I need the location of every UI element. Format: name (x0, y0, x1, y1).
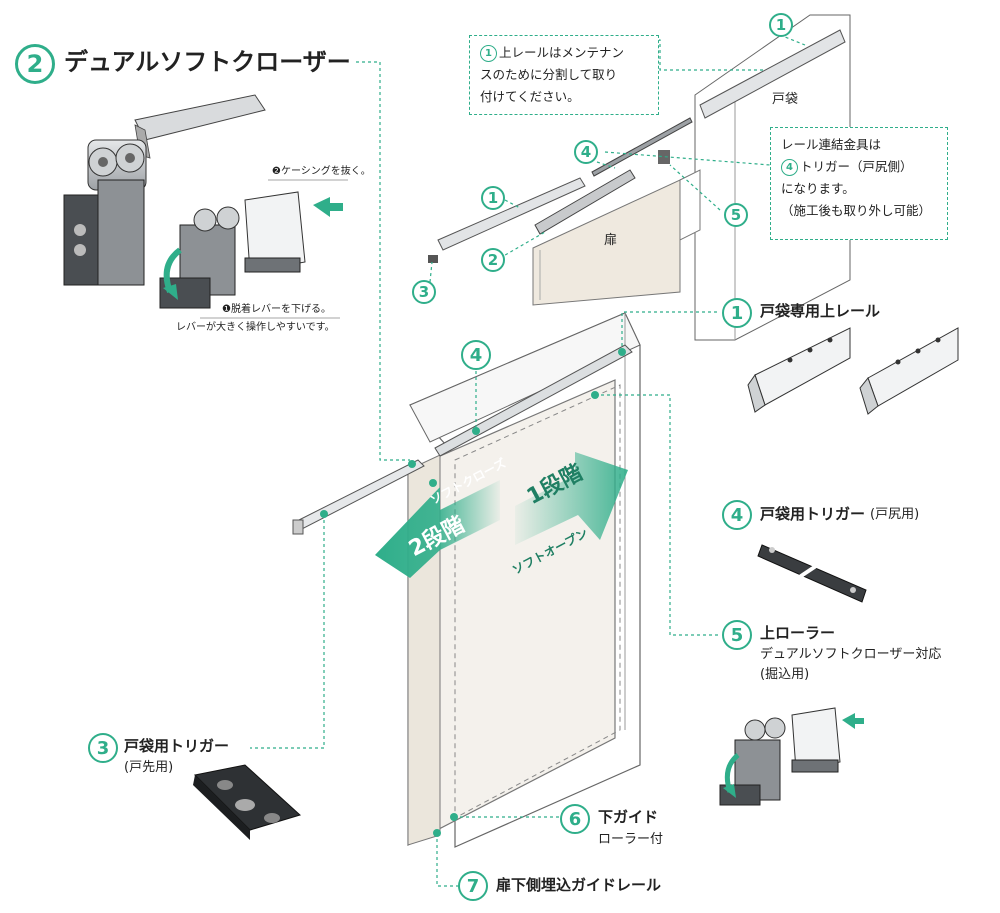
part-3-badge: 3 (88, 733, 118, 763)
connector-note-line3: になります。 (781, 180, 855, 196)
part-7-badge: 7 (458, 871, 488, 901)
main-badge-4: 4 (461, 340, 491, 370)
exploded-door-label: 扉 (604, 233, 618, 248)
lever-callout-note: レバーが大きく操作しやすいです。 (176, 322, 335, 333)
part-1-name: 戸袋専用上レール (760, 302, 881, 320)
part-4-sub: (戸尻用) (870, 507, 920, 522)
closer-mechanism-large (63, 94, 266, 286)
soft-open-arrow (515, 452, 628, 545)
part-trigger-tail-image (757, 544, 867, 603)
exploded-badge-2: 2 (481, 248, 505, 272)
part-5-badge: 5 (722, 620, 752, 650)
exploded-badge-3: 3 (412, 280, 436, 304)
part-6-name: 下ガイド (598, 808, 659, 826)
closer-mechanism-small (159, 191, 343, 309)
exploded-badge-1: 1 (481, 186, 505, 210)
part-5-sub: デュアルソフトクローザー対応 (760, 647, 942, 662)
part-upper-roller-image (719, 707, 864, 806)
page-title: デュアルソフトクローザー (64, 48, 351, 76)
part-7-name: 扉下側埋込ガイドレール (496, 876, 662, 894)
part-trigger-tip-image (193, 764, 301, 840)
part-5-sub2: (掘込用) (760, 667, 810, 682)
rail-note-line2: スのために分割して取り (480, 66, 618, 82)
exploded-badge-5: 5 (724, 203, 748, 227)
part-3-sub: (戸先用) (124, 760, 174, 775)
rail-note-num-badge: 1 (480, 45, 497, 62)
connector-note-num-badge: 4 (781, 158, 798, 176)
door-assembly (292, 312, 641, 848)
casing-callout: ❷ケーシングを抜く。 (272, 166, 371, 177)
connector-note-line4: （施工後も取り外し可能） (781, 202, 932, 218)
part-4-name: 戸袋用トリガー (760, 505, 866, 523)
rail-note-line1: 上レールはメンテナン (499, 45, 625, 60)
part-6-badge: 6 (560, 804, 590, 834)
exploded-badge-1-top: 1 (769, 13, 793, 37)
part-6-sub: ローラー付 (598, 832, 664, 847)
rail-note-line3: 付けてください。 (480, 88, 580, 104)
title-number-badge: 2 (15, 44, 55, 84)
part-1-badge: 1 (722, 298, 752, 328)
part-4-badge: 4 (722, 500, 752, 530)
connector-note-line2: トリガー（戸尻側） (800, 158, 913, 174)
part-rail-image (747, 327, 959, 415)
part-5-name: 上ローラー (760, 624, 836, 642)
exploded-badge-4: 4 (574, 140, 598, 164)
part-3-name: 戸袋用トリガー (124, 737, 230, 755)
connector-note-line1: レール連結金具は (781, 137, 882, 152)
soft-close-arrow (375, 480, 500, 578)
lever-callout: ❶脱着レバーを下げる。 (222, 304, 331, 315)
exploded-pocket-label: 戸袋 (772, 92, 799, 107)
